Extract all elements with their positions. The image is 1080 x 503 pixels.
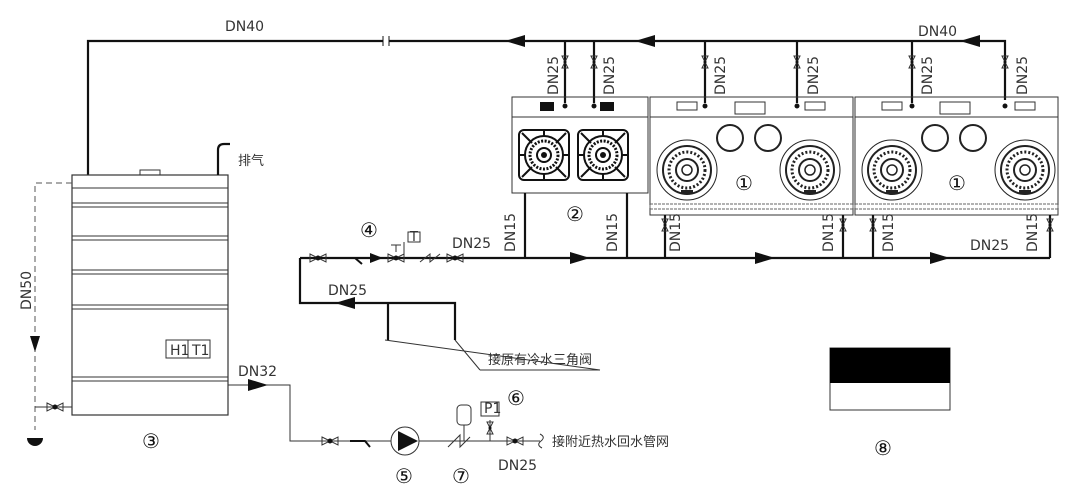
temp-sensor-t1: T1	[191, 343, 209, 359]
callout-7: ⑦	[452, 464, 470, 488]
callout-4: ④	[360, 218, 378, 242]
vent-label: 排气	[238, 153, 264, 169]
dn15-label: DN15	[605, 213, 621, 252]
bottom-dn25-label: DN25	[498, 458, 537, 474]
top-return-pipe	[86, 35, 1009, 175]
callout-1a: ①	[735, 171, 753, 195]
cold-water-loop	[298, 258, 601, 371]
callout-1b: ①	[948, 171, 966, 195]
dn15-label: DN15	[668, 213, 684, 252]
callout-2: ②	[566, 202, 584, 226]
storage-tank-3	[71, 142, 230, 416]
appliance-1-range-b	[854, 96, 1059, 216]
dn25-branch-label: DN25	[920, 56, 936, 95]
callout-8: ⑧	[874, 436, 892, 460]
dn25-branch-label: DN25	[1015, 56, 1031, 95]
dn40-label-left: DN40	[225, 19, 264, 35]
dn25-branch-label: DN25	[806, 56, 822, 95]
pressure-gauge-p1: P1	[484, 401, 501, 417]
dn15-label: DN15	[1025, 213, 1041, 252]
drain-line	[27, 182, 72, 446]
level-sensor-h1: H1	[170, 343, 189, 359]
dn15-label: DN15	[821, 213, 837, 252]
dn25-branch-label: DN25	[546, 56, 562, 95]
dn50-label: DN50	[19, 271, 35, 310]
hot-return-note: 接附近热水回水管网	[552, 434, 669, 450]
dn15-label: DN15	[503, 213, 519, 252]
dn25-branch-label: DN25	[602, 56, 618, 95]
inlet-dn25-label: DN25	[452, 236, 491, 252]
appliance-1-range-a	[649, 96, 854, 216]
controller-box-8	[829, 347, 951, 411]
callout-6: ⑥	[507, 386, 525, 410]
dn32-label: DN32	[238, 364, 277, 380]
main-dn25-label: DN25	[970, 238, 1009, 254]
temperature-sensor-label: T	[409, 230, 418, 245]
appliance-2-wok-range	[511, 96, 649, 194]
dn25-branch-label: DN25	[713, 56, 729, 95]
loop-dn25-label: DN25	[328, 283, 367, 299]
pump-icon	[390, 426, 420, 456]
dn40-label-right: DN40	[918, 24, 957, 40]
cold-valve-note: 接原有冷水三角阀	[488, 352, 592, 368]
dn15-labels: DN15 DN15 DN15 DN15 DN15 DN15	[503, 213, 1041, 252]
branch-labels: DN25 DN25 DN25 DN25 DN25 DN25	[546, 56, 1031, 95]
dn15-label: DN15	[881, 213, 897, 252]
callout-5: ⑤	[395, 464, 413, 488]
return-pump-line	[228, 379, 544, 456]
cold-supply-pipe	[300, 193, 1054, 265]
callout-3: ③	[142, 429, 160, 453]
